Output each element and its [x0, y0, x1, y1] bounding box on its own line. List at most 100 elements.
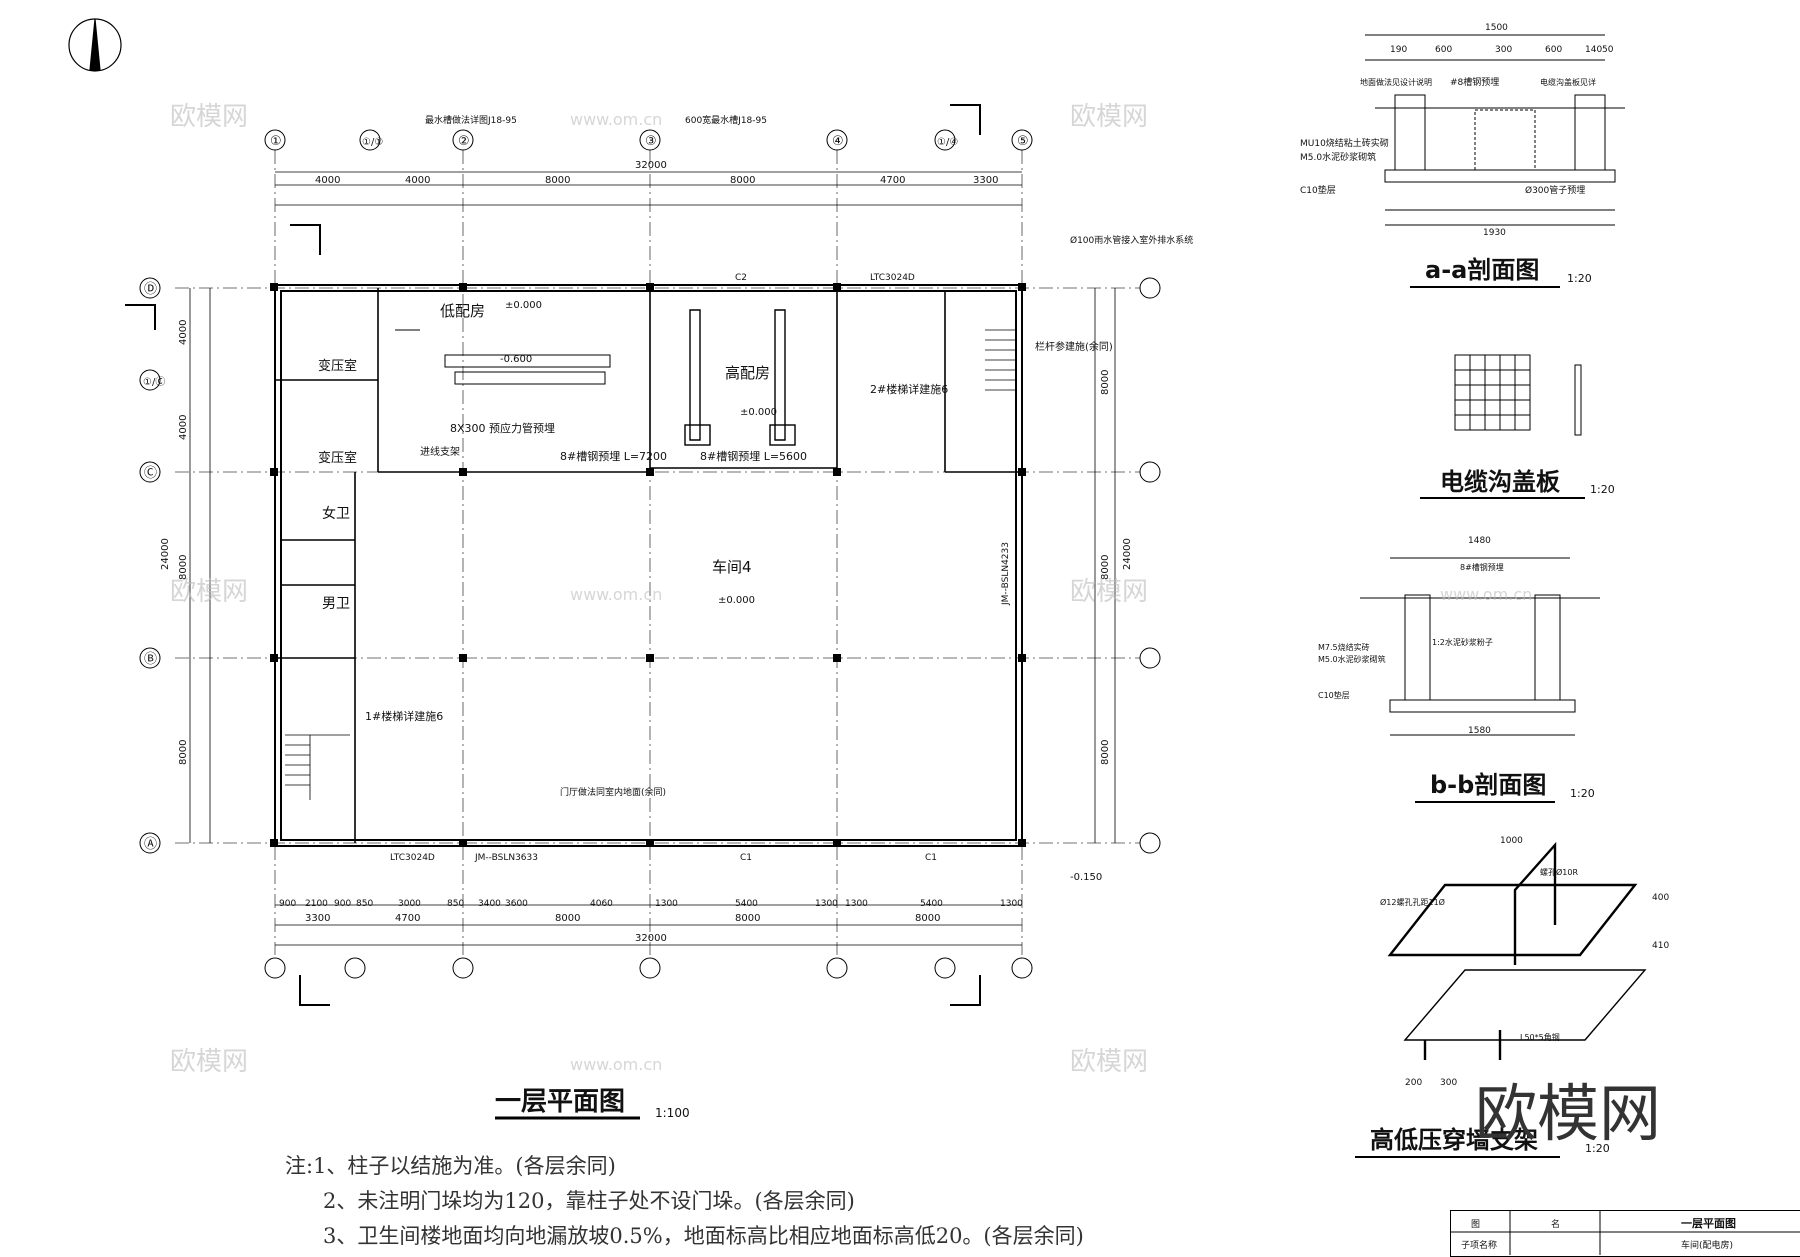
door-jm-bottom: JM--BSLN3633	[474, 853, 538, 863]
bb-label-4: M5.0水泥砂浆砌筑	[1318, 654, 1386, 664]
bb-label-2: 1:2水泥砂浆粉子	[1432, 637, 1493, 647]
window-c1-2: C1	[925, 853, 937, 863]
plan-title: 一层平面图	[495, 1087, 625, 1117]
note-2: 2、未注明门垛均为120，靠柱子处不设门垛。(各层余同)	[323, 1189, 855, 1213]
axis-h-6: ①/④	[937, 137, 958, 148]
watermark-4: 欧模网	[1070, 577, 1148, 607]
callout-railing: 栏杆参建施(余同)	[1035, 340, 1113, 353]
note-1: 注:1、柱子以结施为准。(各层余同)	[285, 1154, 616, 1178]
left-dim-3: 8000	[178, 555, 189, 580]
right-dim-total: 24000	[1122, 538, 1133, 570]
aa-label-5: #8槽钢预埋	[1450, 76, 1499, 88]
axis-h-5: ④	[832, 134, 844, 149]
stair-1-icon	[285, 734, 350, 800]
frame-dim-1: 1000	[1500, 836, 1523, 846]
axis-v-a: Ⓐ	[144, 837, 157, 852]
room-men-wc: 男卫	[322, 596, 350, 612]
left-dim-2: 4000	[178, 415, 189, 440]
left-dim-1: 4000	[178, 320, 189, 345]
bottom-dim3-6: 850	[447, 899, 464, 909]
bb-label-3: M7.5烧结实砖	[1318, 642, 1370, 652]
bottom-dim-5: 8000	[915, 913, 940, 924]
cover-title: 电缆沟盖板	[1440, 468, 1561, 496]
north-arrow-icon	[68, 18, 122, 72]
elev-outside: -0.150	[1070, 872, 1102, 883]
top-dim-4: 8000	[730, 175, 755, 186]
building-outline	[274, 284, 1023, 847]
logo-watermark: 欧模网	[1475, 1077, 1661, 1150]
watermark-3: 欧模网	[170, 577, 248, 607]
callout-gutter-2: 600宽最水槽J18-95	[685, 114, 767, 126]
detail-bb	[1360, 557, 1600, 736]
watermark-1: 欧模网	[170, 102, 248, 132]
bottom-dim3-1: 900	[279, 899, 296, 909]
stair-2-icon	[985, 329, 1015, 391]
frame-dim-3: 410	[1652, 941, 1669, 951]
aa-dim-5: 140	[1585, 45, 1602, 55]
bottom-dim3-3: 900	[334, 899, 351, 909]
frame-dim-4: 200	[1405, 1078, 1422, 1088]
window-c2: C2	[735, 273, 747, 283]
aa-title: a-a剖面图	[1425, 256, 1539, 284]
room-transformer-2: 变压室	[318, 450, 357, 466]
bottom-dim3-5: 3000	[398, 899, 421, 909]
frame-title: 高低压穿墙支架	[1370, 1126, 1538, 1154]
title-block: 图 名 一层平面图 子项名称 车间(配电房)	[1450, 1210, 1800, 1257]
bottom-dim-4: 8000	[735, 913, 760, 924]
bb-bottom-total: 1580	[1468, 726, 1491, 736]
callout-channel-5600: 8#槽钢预埋 L=5600	[700, 450, 807, 463]
bb-label-5: C10垫层	[1318, 690, 1350, 700]
door-jm-right: JM--BSLN4233	[1001, 542, 1011, 606]
aa-scale: 1:20	[1567, 272, 1592, 285]
bottom-dim3-8: 3600	[505, 899, 528, 909]
bottom-dim3-9: 4060	[590, 899, 613, 909]
cover-plate	[1454, 354, 1582, 436]
aa-dim-2: 600	[1435, 45, 1452, 55]
callout-channel-7200: 8#槽钢预埋 L=7200	[560, 450, 667, 463]
top-dim-3: 8000	[545, 175, 570, 186]
wall-bracket-frame	[1387, 841, 1647, 1060]
aa-dim-6: 50	[1602, 45, 1614, 55]
left-dim-4: 8000	[178, 740, 189, 765]
top-dim-1: 4000	[315, 175, 340, 186]
aa-label-6: 地面做法见设计说明	[1360, 77, 1432, 87]
tb-label-b: 名	[1551, 1220, 1561, 1230]
room-workshop: 车间4	[712, 558, 752, 576]
watermark-url-1: www.om.cn	[570, 110, 662, 129]
overall-dim-top: 32000	[635, 160, 667, 171]
callout-stair1: 1#楼梯详建施6	[365, 709, 443, 723]
room-transformer-1: 变压室	[318, 358, 357, 374]
bottom-dim-1: 3300	[305, 913, 330, 924]
axis-h-7: ⑤	[1017, 134, 1029, 149]
aa-bottom-total: 1930	[1483, 228, 1506, 238]
callout-lobby: 门厅做法同室内地面(余同)	[560, 786, 666, 798]
frame-label-1: 螺孔Ø10R	[1540, 867, 1578, 877]
bottom-dim3-7: 3400	[478, 899, 501, 909]
callout-inlet: 进线支架	[420, 445, 460, 458]
bb-label-1: 8#槽钢预埋	[1460, 562, 1504, 572]
watermark-6: 欧模网	[1070, 1047, 1148, 1077]
elev-trench: -0.600	[500, 354, 532, 365]
frame-label-2: Ø12螺孔孔距11Ø	[1380, 897, 1445, 907]
right-dim-2: 8000	[1100, 555, 1111, 580]
axis-h-3: ②	[458, 134, 470, 149]
frame-scale: 1:20	[1585, 1142, 1610, 1155]
watermark-url-4: www.om.cn	[1440, 585, 1532, 604]
callout-gutter-1: 最水槽做法详图J18-95	[425, 114, 517, 126]
bb-title: b-b剖面图	[1430, 771, 1546, 799]
elev-high: ±0.000	[740, 407, 777, 418]
callout-downpipe: Ø100雨水管接入室外排水系统	[1070, 234, 1193, 246]
bottom-dim-3: 8000	[555, 913, 580, 924]
aa-total: 1500	[1485, 23, 1508, 33]
top-dim-5: 4700	[880, 175, 905, 186]
aa-label-4: Ø300管子预埋	[1525, 184, 1585, 196]
left-dim-total: 24000	[160, 538, 171, 570]
top-dim-6: 3300	[973, 175, 998, 186]
callout-pipe: 8X300 预应力管预埋	[450, 421, 555, 435]
aa-label-2: M5.0水泥砂浆砌筑	[1300, 151, 1376, 163]
axis-v-d: Ⓓ	[144, 282, 157, 297]
bottom-dim3-10: 1300	[655, 899, 678, 909]
cover-scale: 1:20	[1590, 483, 1615, 496]
aa-dim-1: 190	[1390, 45, 1407, 55]
axis-h-1: ①	[270, 134, 282, 149]
